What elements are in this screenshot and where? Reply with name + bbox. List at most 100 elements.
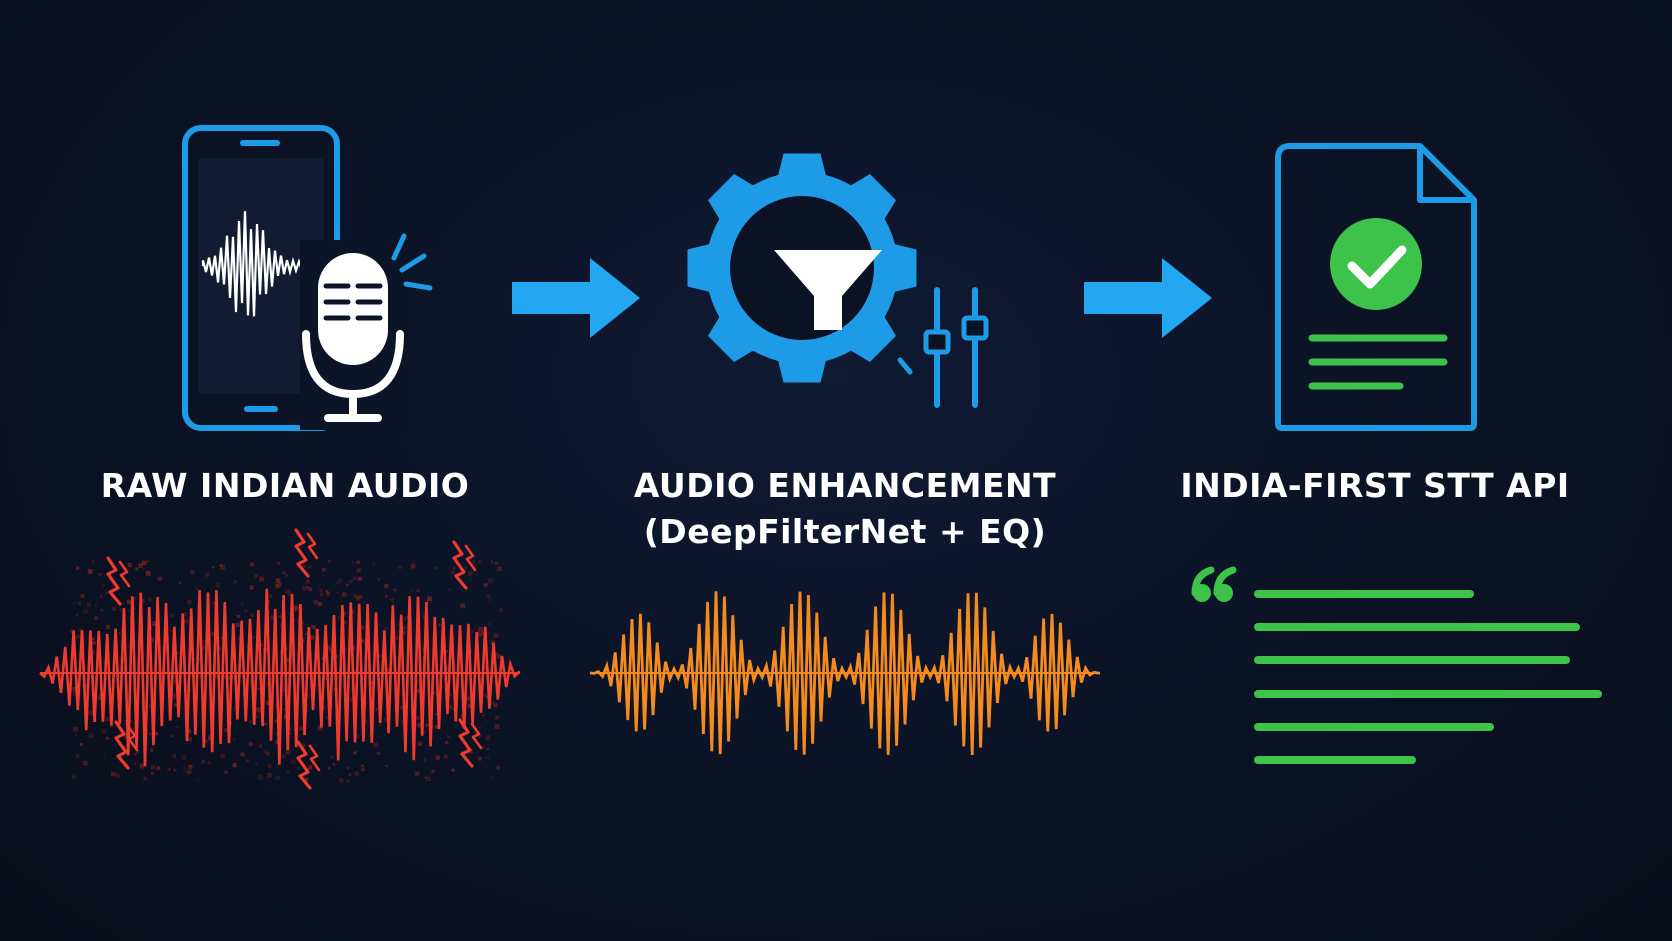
noise-dot <box>105 716 110 722</box>
noise-dot <box>269 594 273 598</box>
noise-dot <box>435 712 438 716</box>
noise-dot <box>488 632 491 635</box>
noise-dot <box>277 562 280 565</box>
noise-dot <box>232 738 236 741</box>
noise-dot <box>495 715 500 720</box>
noise-dot <box>489 599 492 602</box>
noise-dot <box>103 753 106 756</box>
noise-dot <box>283 708 287 711</box>
noise-dot <box>170 614 174 618</box>
noise-dot <box>352 752 356 755</box>
bolt-icon <box>126 724 139 752</box>
noise-dot <box>152 621 157 626</box>
noise-dot <box>497 566 502 572</box>
noise-dot <box>140 598 145 604</box>
noise-dot <box>278 582 282 587</box>
noise-dot <box>301 742 306 748</box>
noise-dot <box>73 691 77 696</box>
noise-dot <box>383 627 387 631</box>
noise-dot <box>119 608 122 611</box>
stage-title-raw-audio: RAW INDIAN AUDIO <box>100 466 470 505</box>
bolt-icon <box>464 544 477 572</box>
noise-dot <box>109 723 114 728</box>
noise-dot <box>248 741 253 746</box>
noise-dot <box>330 755 333 759</box>
clean-wave-line <box>589 591 1101 756</box>
noise-dot <box>322 705 326 709</box>
noise-dot <box>447 735 451 739</box>
noise-dot <box>477 756 482 761</box>
noise-dot <box>129 596 133 599</box>
noise-dot <box>267 772 272 778</box>
noise-dot <box>322 567 326 572</box>
noise-bolt-icons <box>106 528 483 790</box>
noise-dot <box>266 751 270 756</box>
noise-dot <box>483 583 488 587</box>
noise-dot <box>156 676 159 679</box>
noise-dot <box>431 769 435 774</box>
noise-dot <box>176 726 179 729</box>
noise-dot <box>488 578 493 583</box>
noise-dot <box>409 590 413 593</box>
noise-dot <box>438 623 441 626</box>
stage-subtitle: (DeepFilterNet + EQ) <box>643 512 1047 551</box>
noise-dot <box>332 763 336 766</box>
noise-dot <box>183 716 186 719</box>
noise-dot <box>233 579 238 584</box>
noise-dot <box>83 609 89 614</box>
noise-dot <box>221 637 224 640</box>
noise-dot <box>87 569 93 574</box>
noise-dot <box>346 766 349 769</box>
noise-dot <box>128 609 132 613</box>
transcript-lines <box>1254 590 1602 764</box>
noise-dot <box>223 728 229 733</box>
noise-dot <box>464 566 468 570</box>
arrow-icon <box>512 258 640 338</box>
noise-dot <box>308 565 312 569</box>
noise-dot <box>434 725 439 729</box>
noise-dot <box>222 674 227 679</box>
noise-dot <box>454 685 457 688</box>
noise-dot <box>217 646 222 651</box>
noise-dot <box>476 630 480 634</box>
noise-dot <box>361 768 365 772</box>
noise-dot <box>403 677 407 680</box>
noise-dot <box>356 568 361 573</box>
noise-dot <box>307 694 311 698</box>
noise-dot <box>188 688 192 692</box>
noise-dot <box>465 696 471 701</box>
noise-dot <box>233 707 238 712</box>
noise-dot <box>499 608 503 612</box>
noise-dot <box>143 776 147 781</box>
bolt-icon <box>294 528 310 578</box>
noise-dot <box>98 697 102 700</box>
noise-dot <box>115 773 120 778</box>
noise-dot <box>299 726 304 731</box>
noise-dot <box>304 777 309 782</box>
noise-dot <box>269 615 275 620</box>
noise-dot <box>416 589 420 593</box>
noise-dot <box>435 755 441 760</box>
noise-dot <box>439 737 442 740</box>
noise-dot <box>98 572 102 576</box>
noise-dot <box>337 616 341 620</box>
noise-dot <box>101 729 106 734</box>
noise-dot <box>240 752 245 757</box>
noise-dot <box>267 764 272 769</box>
noise-dot <box>186 771 191 775</box>
noise-dot <box>478 560 482 564</box>
noise-dot <box>156 766 161 770</box>
noise-dot <box>82 760 88 766</box>
noise-dot <box>488 622 491 626</box>
bolt-icon <box>458 718 474 768</box>
noise-dot <box>127 562 132 567</box>
noise-dot <box>293 605 299 611</box>
noise-dot <box>86 602 92 607</box>
noise-dot <box>94 604 97 607</box>
noise-dot <box>148 733 151 736</box>
noise-dot <box>395 635 399 640</box>
noise-dot <box>404 617 407 620</box>
noise-dot <box>250 613 254 617</box>
noise-dot <box>342 592 347 597</box>
waveform-line <box>201 211 314 317</box>
